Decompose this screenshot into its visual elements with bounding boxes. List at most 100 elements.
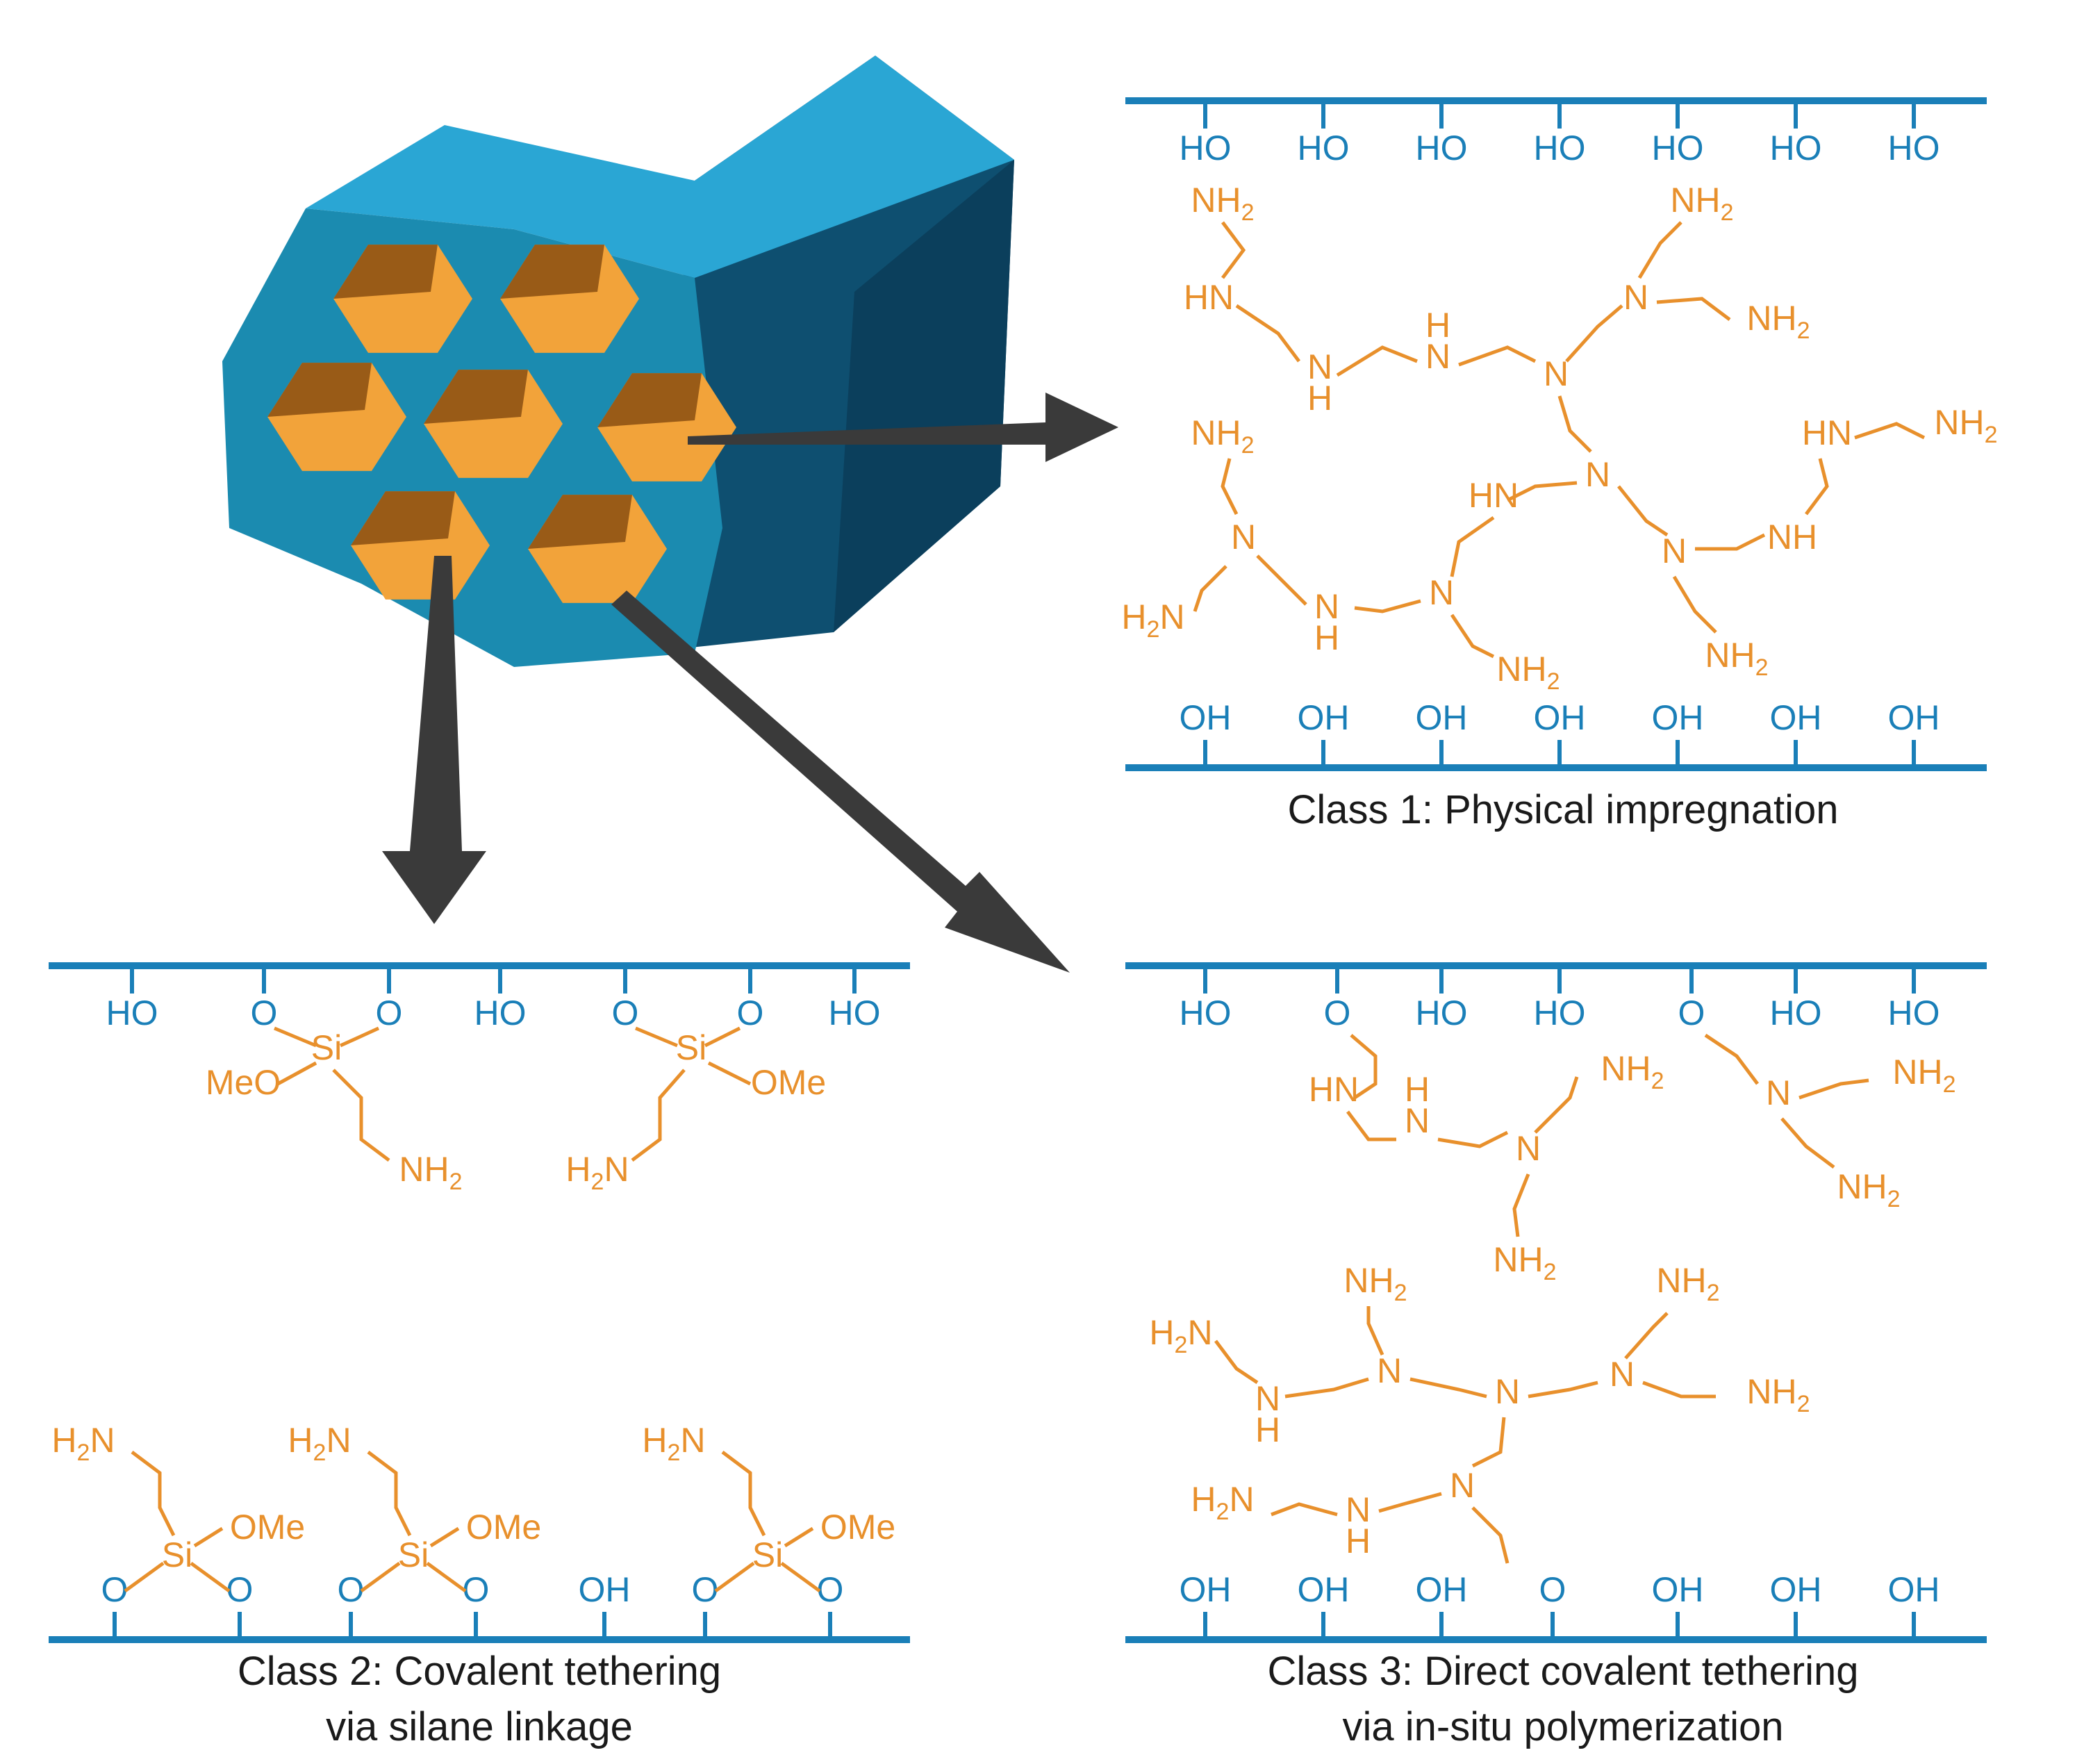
atom-label: HO bbox=[1770, 994, 1822, 1032]
ethylene-linker bbox=[1221, 458, 1239, 516]
ethylene-linker bbox=[1642, 1380, 1716, 1399]
mesoporous-monolith-icon bbox=[222, 56, 1014, 667]
ethylene-linker bbox=[1221, 221, 1246, 279]
class3-caption-line2: via in-situ polymerization bbox=[1342, 1704, 1783, 1749]
atom-label: O bbox=[692, 1570, 719, 1609]
atom-label: N bbox=[1623, 278, 1648, 317]
atom-label: HO bbox=[1298, 129, 1350, 167]
amine-label: NH2 bbox=[1191, 181, 1254, 226]
ethylene-linker bbox=[1780, 1117, 1835, 1169]
atom-label: Si bbox=[311, 1028, 342, 1067]
atom-label: MeO bbox=[206, 1063, 281, 1102]
atom-label: OH bbox=[1180, 698, 1232, 737]
ethylene-linker bbox=[274, 1026, 317, 1048]
atom-label: O bbox=[817, 1570, 844, 1609]
atom-label: HO bbox=[1180, 129, 1232, 167]
pore-icon bbox=[528, 495, 667, 603]
atom-label: H bbox=[1346, 1522, 1371, 1560]
ethylene-linker bbox=[367, 1451, 412, 1537]
atom-label: HO bbox=[106, 994, 158, 1032]
class3-caption-line1: Class 3: Direct covalent tethering bbox=[1267, 1649, 1858, 1694]
ethylene-linker bbox=[1854, 422, 1926, 440]
atom-label: O bbox=[338, 1570, 365, 1609]
atom-label: OH bbox=[1770, 698, 1822, 737]
atom-label: O bbox=[1324, 994, 1351, 1032]
ethylene-linker bbox=[1437, 1130, 1509, 1148]
atom-label: N bbox=[1544, 354, 1569, 393]
ethylene-linker bbox=[1366, 1306, 1384, 1356]
amine-label: H2N bbox=[1121, 597, 1184, 643]
amine-label: NH2 bbox=[1343, 1261, 1407, 1306]
ethylene-linker bbox=[1336, 345, 1418, 377]
atom-label: OH bbox=[1534, 698, 1586, 737]
atom-label: N bbox=[1516, 1129, 1541, 1168]
atom-label: OH bbox=[1298, 1570, 1350, 1609]
atom-label: O bbox=[1539, 1570, 1566, 1609]
ethylene-linker bbox=[784, 1526, 814, 1548]
ethylene-linker bbox=[1506, 481, 1578, 502]
atom-label: O bbox=[737, 994, 764, 1032]
amine-label: NH2 bbox=[399, 1150, 462, 1195]
atom-label: Si bbox=[752, 1535, 783, 1574]
atom-label: OH bbox=[579, 1570, 631, 1609]
amine-label: H2N bbox=[288, 1421, 351, 1466]
atom-label: HO bbox=[474, 994, 527, 1032]
amine-label: NH2 bbox=[1746, 299, 1810, 344]
ethylene-linker bbox=[276, 1061, 317, 1086]
atom-label: O bbox=[101, 1570, 129, 1609]
atom-label: N bbox=[1610, 1355, 1635, 1394]
ethylene-linker bbox=[1798, 1078, 1869, 1100]
amine-label: NH2 bbox=[1656, 1261, 1719, 1306]
arrow-icon bbox=[382, 393, 1118, 973]
amine-label: NH2 bbox=[1934, 403, 1997, 448]
ethylene-linker bbox=[1256, 554, 1307, 606]
atom-label: OH bbox=[1416, 698, 1468, 737]
ethylene-linker bbox=[780, 1561, 821, 1593]
atom-label: OH bbox=[1180, 1570, 1232, 1609]
atom-label: N bbox=[1346, 1490, 1371, 1529]
atom-label: OH bbox=[1770, 1570, 1822, 1609]
ethylene-linker bbox=[1284, 1377, 1369, 1399]
ethylene-linker bbox=[1512, 1173, 1530, 1237]
ethylene-linker bbox=[714, 1561, 755, 1593]
atom-label: N bbox=[1429, 573, 1454, 612]
amine-label: NH2 bbox=[1496, 650, 1560, 695]
atom-label: NH bbox=[1767, 518, 1817, 557]
atom-label: HO bbox=[1534, 129, 1586, 167]
pore-icon bbox=[351, 491, 490, 600]
atom-label: HO bbox=[1770, 129, 1822, 167]
atom-label: HO bbox=[1416, 994, 1468, 1032]
ethylene-linker bbox=[1528, 1380, 1598, 1399]
class2-caption-line2: via silane linkage bbox=[326, 1704, 633, 1749]
pore-icon bbox=[597, 373, 736, 481]
atom-label: OMe bbox=[751, 1063, 826, 1102]
ethylene-linker bbox=[1458, 345, 1537, 367]
atom-label: Si bbox=[676, 1028, 706, 1067]
amine-label: NH2 bbox=[1746, 1372, 1810, 1417]
ethylene-linker bbox=[707, 1061, 752, 1086]
ethylene-linker bbox=[1235, 304, 1300, 363]
atom-label: HO bbox=[1652, 129, 1704, 167]
ethylene-linker bbox=[360, 1561, 401, 1593]
atom-label: OH bbox=[1888, 1570, 1940, 1609]
ethylene-linker bbox=[1450, 516, 1495, 577]
atom-label: H bbox=[1405, 1070, 1430, 1109]
atom-label: H bbox=[1307, 379, 1332, 418]
ethylene-linker bbox=[1656, 297, 1731, 321]
pore-icon bbox=[267, 363, 406, 471]
atom-label: HO bbox=[1534, 994, 1586, 1032]
ethylene-linker bbox=[1624, 1312, 1669, 1360]
ethylene-linker bbox=[1534, 1076, 1579, 1134]
ethylene-linker bbox=[1471, 1417, 1506, 1468]
ethylene-linker bbox=[1193, 565, 1227, 612]
amine-label: NH2 bbox=[1191, 413, 1254, 459]
amine-label: NH2 bbox=[1892, 1053, 1955, 1098]
ethylene-linker bbox=[1354, 599, 1421, 613]
atom-label: HO bbox=[1888, 129, 1940, 167]
amine-label: H2N bbox=[1149, 1313, 1212, 1358]
ethylene-linker bbox=[1378, 1492, 1442, 1513]
atom-label: HO bbox=[1416, 129, 1468, 167]
atom-label: HN bbox=[1309, 1070, 1359, 1109]
ethylene-linker bbox=[429, 1526, 460, 1548]
